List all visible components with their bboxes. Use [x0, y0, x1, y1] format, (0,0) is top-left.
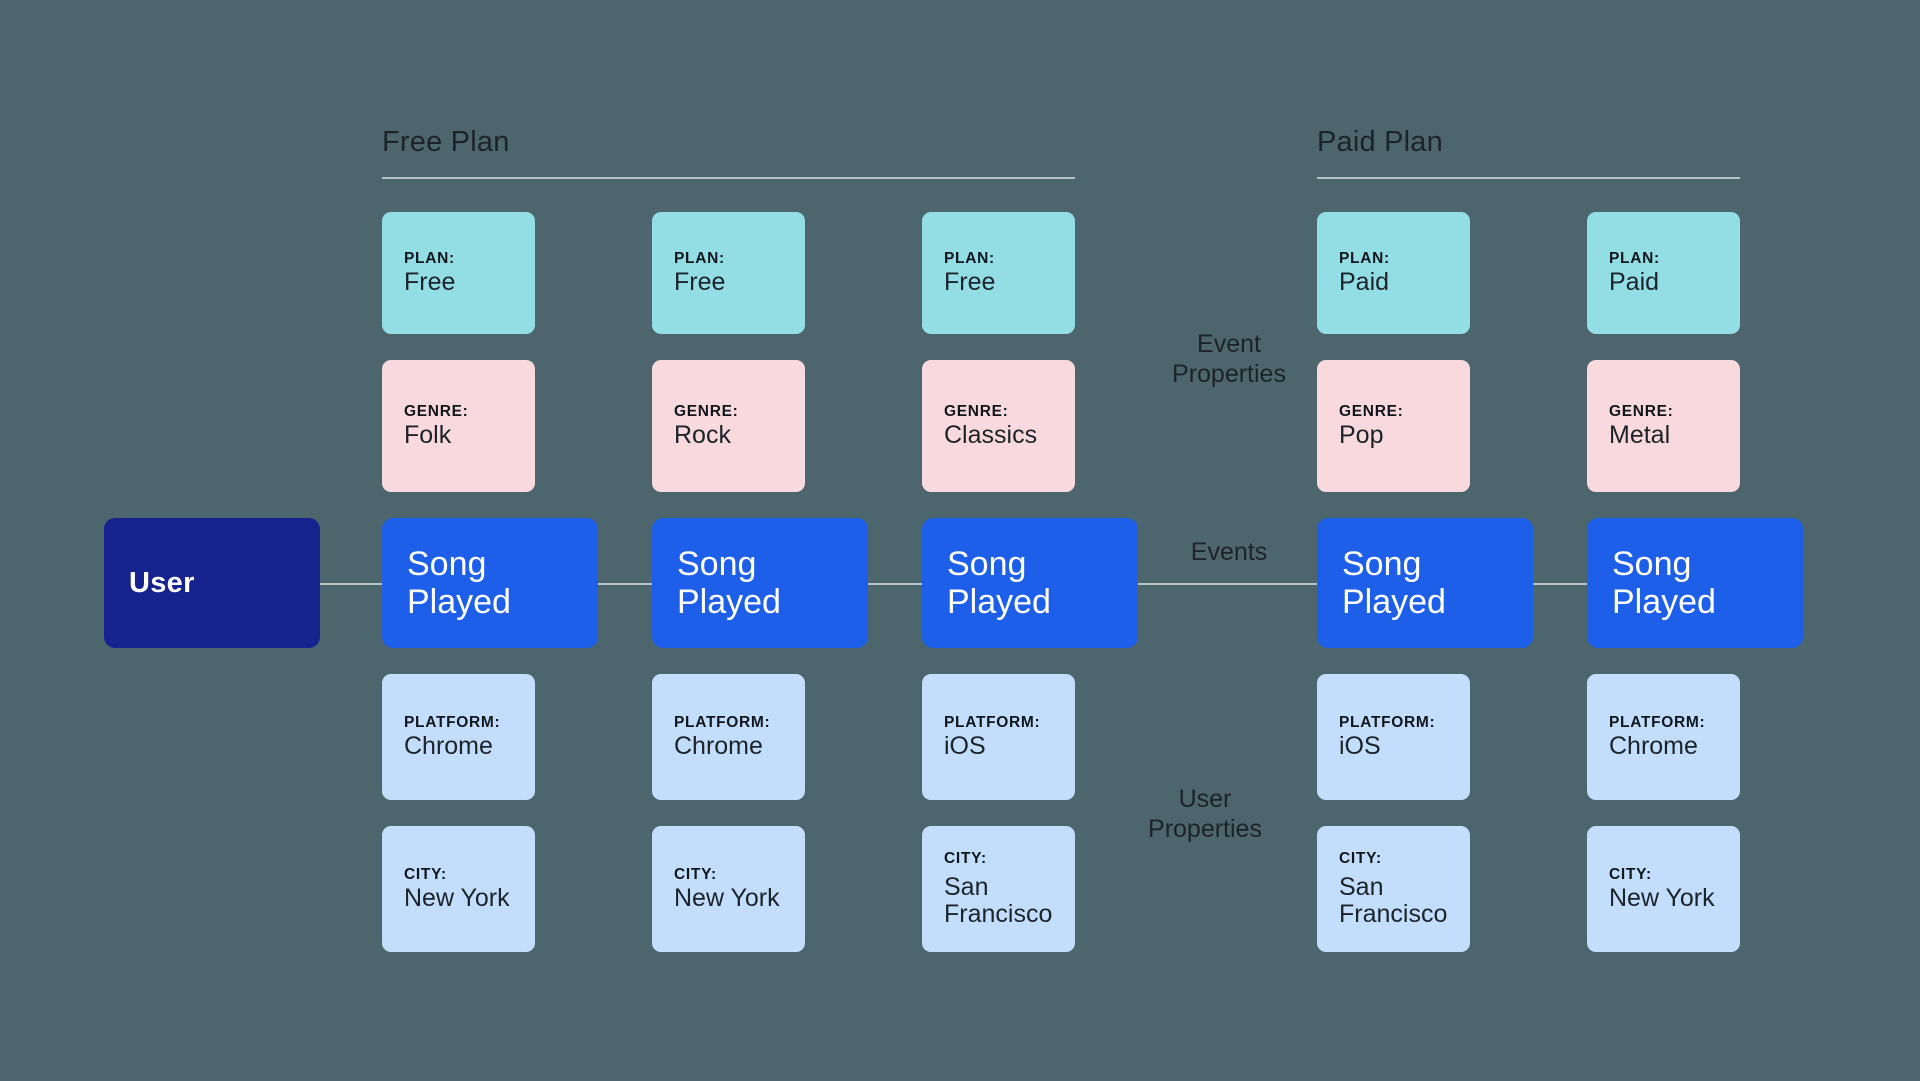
platform-card-4-value: iOS — [1339, 732, 1381, 761]
city-card-4-value: San Francisco — [1339, 873, 1448, 929]
city-card-1-value: New York — [404, 884, 510, 913]
genre-card-1-value: Folk — [404, 421, 452, 450]
platform-card-4[interactable]: PLATFORM: iOS — [1317, 674, 1470, 800]
city-card-5[interactable]: CITY: New York — [1587, 826, 1740, 952]
plan-card-3[interactable]: PLAN: Free — [922, 212, 1075, 334]
plan-card-3-label: PLAN: — [944, 249, 995, 267]
event-node-5-label: Song Played — [1612, 544, 1716, 621]
plan-card-1-value: Free — [404, 268, 456, 297]
genre-card-2-label: GENRE: — [674, 402, 739, 420]
event-node-2[interactable]: Song Played — [652, 518, 868, 648]
plan-card-5[interactable]: PLAN: Paid — [1587, 212, 1740, 334]
plan-card-1[interactable]: PLAN: Free — [382, 212, 535, 334]
plan-card-2[interactable]: PLAN: Free — [652, 212, 805, 334]
platform-card-1-value: Chrome — [404, 732, 493, 761]
platform-card-3-label: PLATFORM: — [944, 713, 1041, 731]
platform-card-2-label: PLATFORM: — [674, 713, 771, 731]
genre-card-5[interactable]: GENRE: Metal — [1587, 360, 1740, 492]
annotation-event-properties: Event Properties — [1172, 330, 1286, 388]
connector-event-2-3 — [868, 583, 922, 585]
connector-user-to-event-1 — [320, 583, 386, 585]
genre-card-4-label: GENRE: — [1339, 402, 1404, 420]
city-card-4[interactable]: CITY: San Francisco — [1317, 826, 1470, 952]
plan-card-1-label: PLAN: — [404, 249, 455, 267]
genre-card-1[interactable]: GENRE: Folk — [382, 360, 535, 492]
genre-card-5-value: Metal — [1609, 421, 1671, 450]
platform-card-2-value: Chrome — [674, 732, 763, 761]
plan-card-5-value: Paid — [1609, 268, 1660, 297]
group-title-free-plan: Free Plan — [382, 126, 510, 158]
connector-event-1-2 — [598, 583, 652, 585]
platform-card-3-value: iOS — [944, 732, 986, 761]
platform-card-2[interactable]: PLATFORM: Chrome — [652, 674, 805, 800]
group-header-paid-plan: Paid Plan — [1317, 128, 1740, 179]
event-node-5[interactable]: Song Played — [1587, 518, 1803, 648]
city-card-2-value: New York — [674, 884, 780, 913]
annotation-events: Events — [1190, 538, 1268, 566]
plan-card-4[interactable]: PLAN: Paid — [1317, 212, 1470, 334]
platform-card-3[interactable]: PLATFORM: iOS — [922, 674, 1075, 800]
city-card-1[interactable]: CITY: New York — [382, 826, 535, 952]
genre-card-5-label: GENRE: — [1609, 402, 1674, 420]
genre-card-2-value: Rock — [674, 421, 731, 450]
plan-card-2-label: PLAN: — [674, 249, 725, 267]
city-card-5-label: CITY: — [1609, 865, 1652, 883]
city-card-3-label: CITY: — [944, 849, 987, 867]
genre-card-2[interactable]: GENRE: Rock — [652, 360, 805, 492]
event-node-1-label: Song Played — [407, 544, 511, 621]
event-node-3-label: Song Played — [947, 544, 1051, 621]
platform-card-4-label: PLATFORM: — [1339, 713, 1436, 731]
genre-card-3-label: GENRE: — [944, 402, 1009, 420]
genre-card-3[interactable]: GENRE: Classics — [922, 360, 1075, 492]
plan-card-4-label: PLAN: — [1339, 249, 1390, 267]
genre-card-3-value: Classics — [944, 421, 1038, 450]
annotation-user-properties: User Properties — [1148, 785, 1262, 843]
connector-event-3-4 — [1138, 583, 1320, 585]
user-node-label: User — [129, 566, 195, 599]
user-node[interactable]: User — [104, 518, 320, 648]
plan-card-5-label: PLAN: — [1609, 249, 1660, 267]
platform-card-5-value: Chrome — [1609, 732, 1698, 761]
group-header-free-plan: Free Plan — [382, 128, 1075, 179]
plan-card-4-value: Paid — [1339, 268, 1390, 297]
city-card-4-label: CITY: — [1339, 849, 1382, 867]
platform-card-5[interactable]: PLATFORM: Chrome — [1587, 674, 1740, 800]
event-node-2-label: Song Played — [677, 544, 781, 621]
city-card-5-value: New York — [1609, 884, 1715, 913]
platform-card-1[interactable]: PLATFORM: Chrome — [382, 674, 535, 800]
genre-card-4[interactable]: GENRE: Pop — [1317, 360, 1470, 492]
event-node-1[interactable]: Song Played — [382, 518, 598, 648]
event-node-4[interactable]: Song Played — [1317, 518, 1533, 648]
group-title-paid-plan: Paid Plan — [1317, 126, 1443, 158]
city-card-3-value: San Francisco — [944, 873, 1053, 929]
plan-card-3-value: Free — [944, 268, 996, 297]
city-card-3[interactable]: CITY: San Francisco — [922, 826, 1075, 952]
group-rule-free-plan — [382, 177, 1075, 179]
connector-event-4-5 — [1533, 583, 1587, 585]
event-node-4-label: Song Played — [1342, 544, 1446, 621]
city-card-2-label: CITY: — [674, 865, 717, 883]
event-node-3[interactable]: Song Played — [922, 518, 1138, 648]
platform-card-5-label: PLATFORM: — [1609, 713, 1706, 731]
plan-card-2-value: Free — [674, 268, 726, 297]
group-rule-paid-plan — [1317, 177, 1740, 179]
genre-card-4-value: Pop — [1339, 421, 1384, 450]
genre-card-1-label: GENRE: — [404, 402, 469, 420]
city-card-1-label: CITY: — [404, 865, 447, 883]
city-card-2[interactable]: CITY: New York — [652, 826, 805, 952]
platform-card-1-label: PLATFORM: — [404, 713, 501, 731]
